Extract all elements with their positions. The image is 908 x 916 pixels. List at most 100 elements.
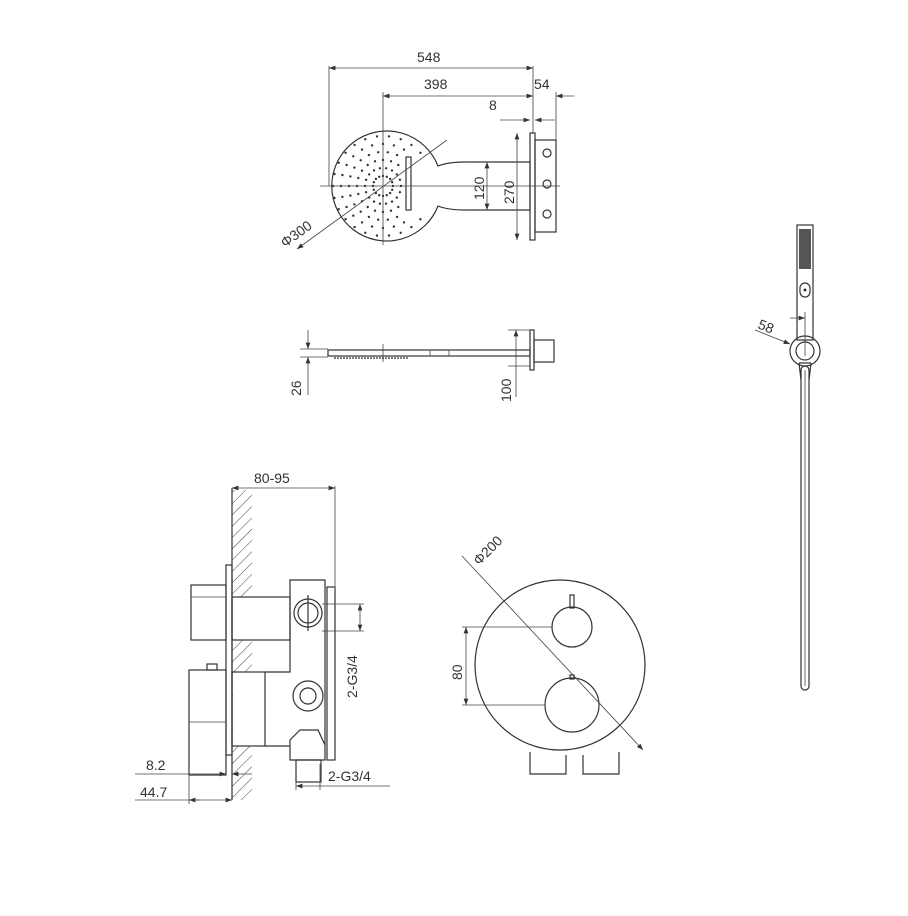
diverter-knob (551, 606, 593, 648)
nozzle-dot (341, 195, 344, 199)
nozzle-dot (368, 173, 371, 176)
nozzle-dot (419, 151, 422, 154)
nozzle-dot (366, 163, 369, 167)
dim-100: 100 (498, 378, 514, 402)
nozzle-dot (388, 191, 392, 195)
nozzle-dot (410, 143, 413, 147)
nozzle-dot (352, 214, 355, 217)
nozzle-dot (372, 200, 376, 203)
nozzle-dot (349, 175, 352, 178)
nozzle-dot (395, 196, 398, 199)
nozzle-dot (390, 169, 394, 172)
nozzle-dot (360, 221, 364, 224)
nozzle-dot (357, 192, 360, 196)
nozzle-dot (360, 148, 364, 151)
nozzle-dot (374, 177, 378, 181)
nozzle-dot (364, 138, 367, 141)
nozzle-dot (372, 169, 376, 172)
nozzle-dot (344, 151, 347, 154)
dim-phi200: Φ200 (470, 532, 506, 568)
nozzle-dot (384, 202, 388, 205)
nozzle-dot (372, 181, 375, 184)
nozzle-dot (419, 218, 422, 221)
button-icon (799, 282, 811, 298)
nozzle-dot (377, 151, 380, 154)
nozzle-dot (353, 203, 356, 206)
shower-arm-side (327, 349, 531, 357)
nozzle-pattern (331, 135, 422, 237)
nozzle-dot (385, 175, 388, 178)
dim-g34-inlet: 2-G3/4 (328, 768, 371, 784)
hand-shower: 58 (754, 224, 821, 691)
valve-front-plate (326, 586, 336, 761)
dim-phi300: Φ300 (277, 217, 315, 250)
wall-plate (529, 132, 536, 241)
inlet-pipe (295, 759, 322, 783)
nozzle-dot (349, 194, 352, 197)
mount-block-side (533, 339, 555, 363)
nozzle-dot (385, 194, 388, 197)
nozzle-dot (387, 234, 391, 237)
cover-plate (225, 564, 233, 756)
nozzle-dot (333, 196, 336, 200)
nozzle-dot (402, 221, 406, 224)
nozzle-dot (399, 231, 402, 234)
nozzle-dot (389, 209, 393, 212)
nozzle-dot (353, 225, 356, 229)
dim-548: 548 (417, 49, 441, 65)
nozzle-dot (397, 205, 400, 209)
lower-outlet (292, 680, 324, 712)
nozzle-dot (384, 167, 388, 170)
nozzle-dot (386, 151, 389, 154)
nozzle-dot (373, 209, 377, 212)
inlet-icon (542, 179, 552, 189)
dim-80-95: 80-95 (254, 470, 290, 486)
overhead-shower-top-view: 548 398 54 8 120 270 Φ300 (277, 49, 574, 250)
trim-plate (474, 579, 646, 751)
nozzle-dot (364, 191, 368, 194)
nozzle-dot (402, 148, 406, 151)
nozzle-dot (410, 225, 413, 229)
nozzle-dot (395, 215, 399, 219)
nozzle-dot (337, 208, 340, 211)
nozzle-dot (359, 210, 362, 213)
nozzle-dot (387, 135, 391, 138)
nozzle-dot (344, 218, 347, 221)
spray-face (799, 229, 811, 269)
nozzle-dot (367, 153, 371, 157)
nozzle-dot (357, 176, 360, 180)
nozzle-dot (333, 172, 336, 176)
dim-g34-outlet: 2-G3/4 (344, 655, 360, 698)
screw-icon (542, 209, 552, 219)
nozzle-dot (375, 135, 379, 138)
nozzle-dot (370, 225, 374, 228)
wall-hatch (232, 490, 252, 800)
nozzle-dot (391, 188, 394, 191)
nozzle-dot (373, 160, 377, 163)
mount-block (534, 139, 557, 233)
nozzle-dot (370, 144, 374, 147)
dim-398: 398 (424, 76, 448, 92)
nozzle-dot (377, 218, 380, 221)
concealed-valve-section: 80-95 2-G3/4 2-G3/4 8.2 44.7 (135, 470, 390, 804)
nozzle-dot (375, 234, 379, 237)
overhead-shower-side-view: 26 100 (288, 329, 555, 402)
nozzle-dot (388, 177, 392, 181)
nozzle-dot (378, 167, 382, 170)
nozzle-dot (397, 163, 400, 167)
led-strip (405, 156, 412, 211)
screw-icon (542, 148, 552, 158)
nozzle-dot (386, 218, 389, 221)
nozzle-dot (398, 191, 402, 194)
nozzle-dot (389, 160, 393, 163)
nozzle-dot (372, 188, 375, 191)
nozzle-dot (392, 144, 396, 147)
nozzle-dot (378, 175, 381, 178)
dim-80: 80 (449, 664, 465, 680)
nozzle-dot (399, 138, 402, 141)
dim-120: 120 (471, 176, 487, 200)
dim-26: 26 (288, 380, 304, 396)
nozzle-dot (378, 194, 381, 197)
nozzle-dot (367, 215, 371, 219)
